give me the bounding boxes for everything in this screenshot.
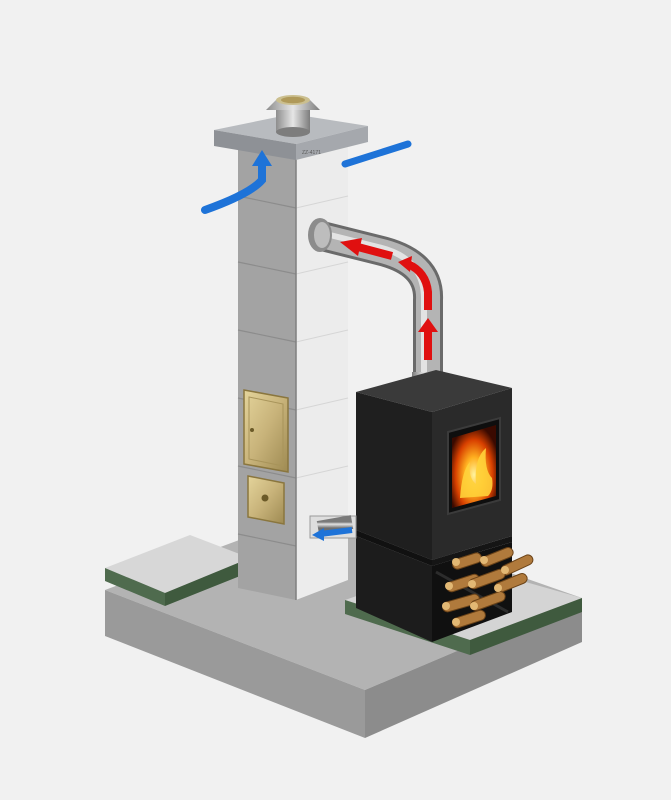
floor-layer-left — [105, 535, 250, 606]
flame-icon — [460, 448, 493, 498]
exhaust-arrows — [340, 238, 438, 360]
wood-stove — [356, 370, 512, 642]
cap-marking: ZZ-4171 — [302, 150, 321, 156]
flue-liner-top — [266, 95, 320, 137]
combustion-air-duct — [309, 515, 357, 541]
fresh-air-inlet-arrow — [201, 140, 412, 214]
airflow-blue-arrow-icon — [312, 528, 324, 541]
cleanout-door-upper — [243, 389, 289, 473]
firewood-stack — [442, 547, 534, 629]
cleanout-door-lower — [247, 475, 285, 525]
